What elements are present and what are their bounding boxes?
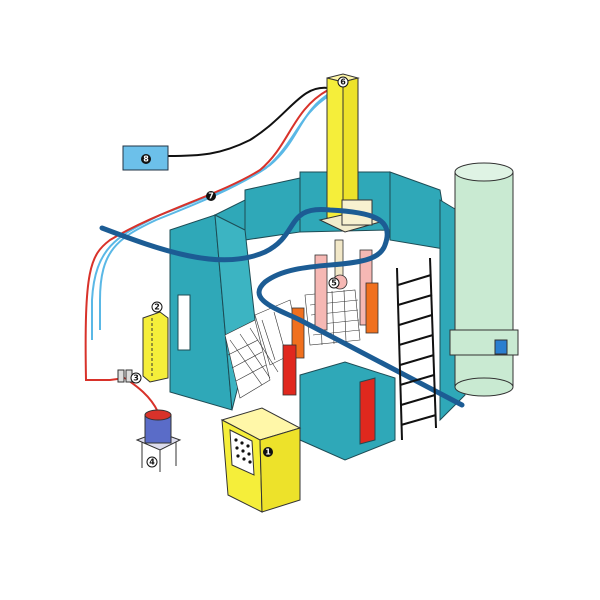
callout-3: 3 <box>130 372 142 384</box>
conveyor-rail <box>99 206 465 408</box>
callout-5-label: 5 <box>331 279 337 288</box>
callouts: 1 2 3 4 5 6 7 8 <box>130 76 349 468</box>
callout-4: 4 <box>146 456 158 468</box>
callout-3-label: 3 <box>133 374 139 383</box>
callout-1-label: 1 <box>265 448 271 457</box>
callout-5: 5 <box>328 277 340 289</box>
cyclone-cylinder <box>449 162 519 397</box>
booth-walls <box>169 171 466 461</box>
control-cabinet-1 <box>220 407 302 513</box>
callout-8: 8 <box>141 154 151 164</box>
filter-3 <box>117 369 133 383</box>
yellow-box-2 <box>142 311 169 383</box>
callout-6-label: 6 <box>340 78 346 87</box>
callout-2-label: 2 <box>154 303 160 312</box>
powder-pot-4 <box>135 409 182 472</box>
callout-6: 6 <box>337 76 349 88</box>
ladder <box>396 257 437 441</box>
callout-2: 2 <box>151 301 163 313</box>
callout-7-label: 7 <box>208 192 214 201</box>
callout-4-label: 4 <box>149 458 155 467</box>
spray-guns <box>282 239 379 396</box>
callout-8-label: 8 <box>143 155 149 164</box>
callout-1: 1 <box>263 447 273 457</box>
callout-7: 7 <box>206 191 216 201</box>
